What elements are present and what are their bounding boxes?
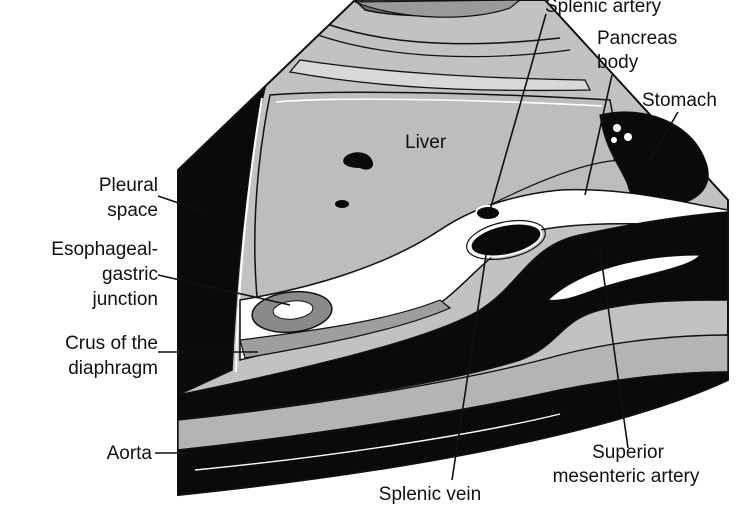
- leader-sma: [599, 249, 629, 449]
- leader-pleural-space: [157, 195, 206, 213]
- label-pancreas-body-line1: Pancreas: [597, 28, 677, 49]
- leader-splenic-vein: [451, 254, 487, 481]
- label-sma-line1: Superior: [592, 442, 664, 463]
- label-pleural-space-line2: space: [107, 200, 158, 221]
- label-aorta: Aorta: [107, 443, 153, 464]
- crus-band: [239, 299, 452, 359]
- aorta-inner-line: [194, 413, 561, 471]
- label-ege-junction-line1: Esophageal-: [51, 239, 158, 260]
- aorta-region: [177, 371, 729, 496]
- stomach-gas-spot-3: [611, 137, 617, 143]
- label-splenic-vein: Splenic vein: [379, 484, 481, 505]
- fascia-band: [288, 59, 592, 92]
- label-ege-junction-line2: gastric: [102, 264, 158, 285]
- liver-vessel-spot-2: [335, 200, 349, 208]
- liver-capsule-line: [275, 98, 603, 107]
- sma-crescent: [546, 254, 702, 301]
- pleural-inner-line: [235, 97, 263, 373]
- leader-stomach: [649, 111, 679, 161]
- ege-junction-inner: [272, 300, 314, 320]
- splenic-artery-shape: [475, 205, 501, 221]
- leader-pancreas-body: [584, 74, 613, 196]
- stomach-gas-spot-2: [624, 133, 632, 141]
- label-stomach: Stomach: [642, 90, 717, 111]
- label-splenic-artery: Splenic artery: [545, 0, 662, 17]
- stomach-gas-spot-1: [613, 124, 621, 132]
- top-light-band: [354, 0, 521, 18]
- label-crus-line1: Crus of the: [65, 333, 158, 354]
- fascia-line-1: [329, 24, 561, 45]
- label-liver: Liver: [405, 132, 447, 153]
- label-sma-line2: mesenteric artery: [553, 466, 700, 487]
- splenic-vein-shape: [469, 222, 543, 258]
- splenic-vein-outline: [466, 219, 546, 261]
- liver-vessel-spot-1: [343, 152, 374, 170]
- label-pancreas-body-line2: body: [597, 52, 639, 73]
- leader-splenic-artery: [489, 13, 547, 211]
- label-pleural-space-line1: Pleural: [99, 175, 158, 196]
- posterior-black-band: [177, 211, 729, 421]
- label-crus-line2: diaphragm: [68, 358, 158, 379]
- leader-ege-junction: [157, 274, 291, 306]
- label-ege-junction-line3: junction: [92, 289, 159, 310]
